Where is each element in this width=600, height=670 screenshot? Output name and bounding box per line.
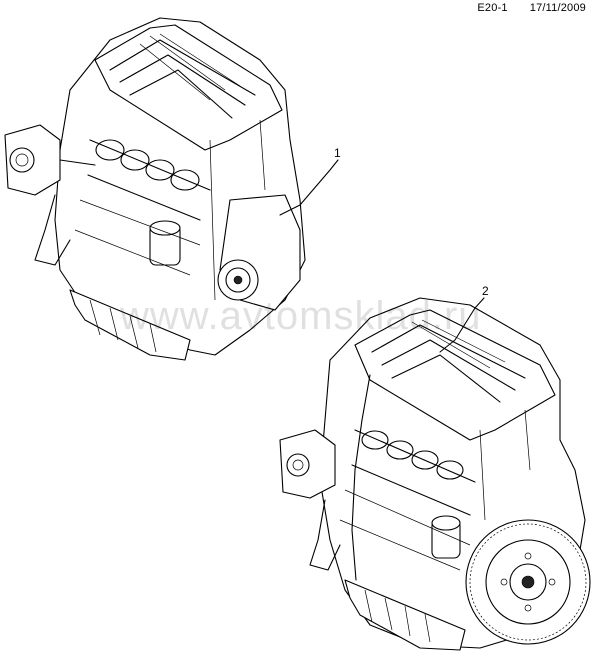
engine-2-flywheel (465, 519, 591, 645)
watermark: www.avtomsklad.ru (120, 294, 482, 338)
engine-1 (4, 17, 306, 361)
callout-1: 1 (334, 146, 341, 160)
engine-1-crank-pulley (217, 259, 259, 301)
diagram-date: 17/11/2009 (529, 2, 586, 14)
engine-1-intake (87, 139, 211, 221)
engine-2-dipstick-tube (351, 374, 371, 581)
diagram-code: E20-1 (477, 2, 508, 14)
engine-2 (279, 297, 591, 651)
engine-1-valve-cover (94, 24, 283, 151)
callout-1-leader (279, 159, 339, 216)
engine-1-oil-pan (69, 289, 191, 361)
engine-1-throttle-body (4, 124, 96, 266)
callout-2: 2 (482, 284, 489, 298)
engine-2-oil-pan (344, 579, 466, 651)
engine-2-throttle-body (279, 429, 341, 571)
diagram-header: E20-1 17/11/2009 (477, 2, 586, 14)
engine-2-oil-filter (431, 515, 461, 559)
callout-2-leader (439, 297, 485, 353)
engine-2-valve-cover (354, 309, 556, 441)
engine-2-intake (351, 429, 476, 516)
